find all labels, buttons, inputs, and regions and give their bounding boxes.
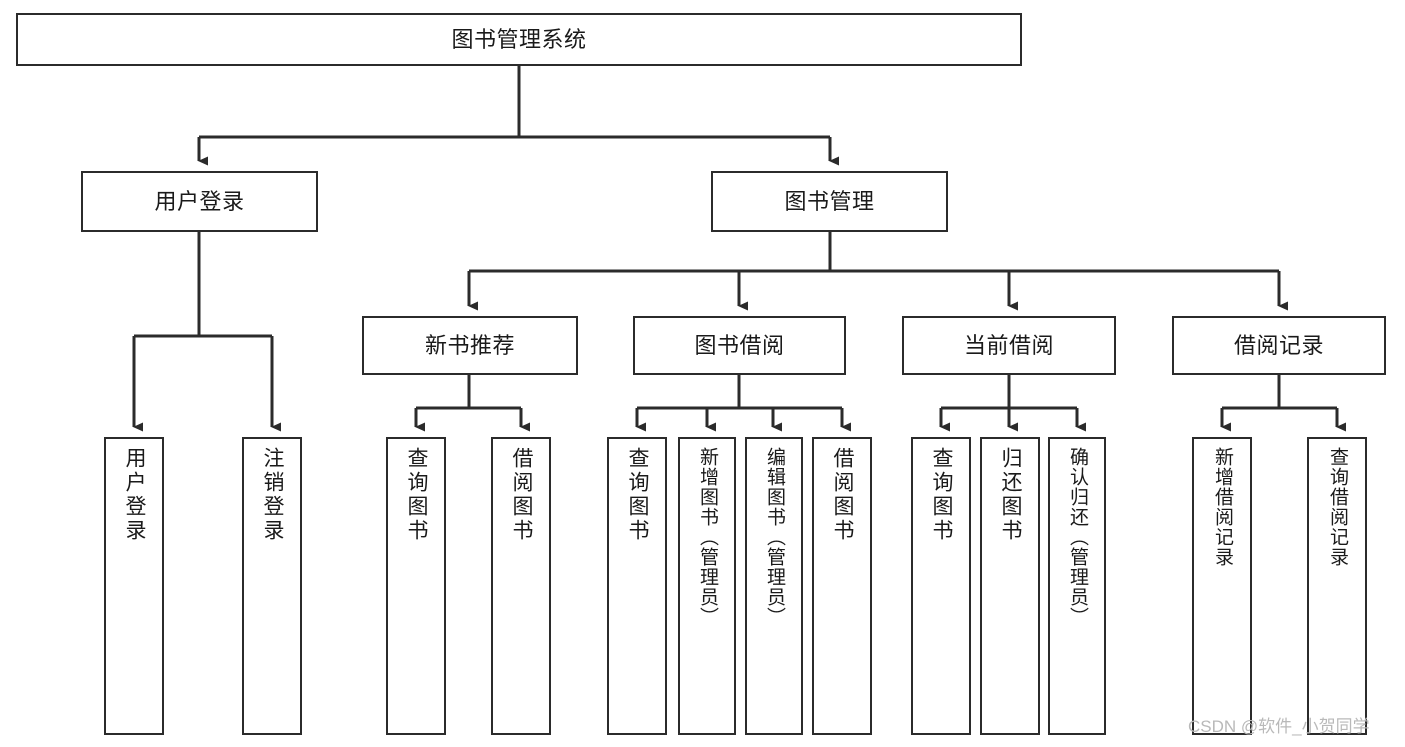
node-leaf-user-logout[interactable]: 注销登录 [242,437,302,735]
node-user-login-label: 用户登录 [154,188,245,214]
node-root-system[interactable]: 图书管理系统 [16,13,1022,66]
node-leaf-query-book-2-label: 查询图书 [626,447,650,543]
node-leaf-query-book-1[interactable]: 查询图书 [386,437,446,735]
node-new-book-recommend-label: 新书推荐 [424,332,515,358]
node-leaf-query-book-1-label: 查询图书 [405,447,429,543]
node-root-system-label: 图书管理系统 [451,26,587,52]
node-leaf-return-book[interactable]: 归还图书 [980,437,1040,735]
node-leaf-query-book-2[interactable]: 查询图书 [607,437,667,735]
node-user-login[interactable]: 用户登录 [81,171,318,232]
node-book-borrow-label: 图书借阅 [694,332,785,358]
node-book-manage-label: 图书管理 [784,188,875,214]
node-leaf-borrow-book-1-label: 借阅图书 [510,447,534,543]
node-leaf-borrow-book-2[interactable]: 借阅图书 [812,437,872,735]
csdn-watermark: CSDN @软件_小贺同学 [1188,717,1370,736]
node-leaf-user-login[interactable]: 用户登录 [104,437,164,735]
node-leaf-query-book-3[interactable]: 查询图书 [911,437,971,735]
node-current-borrow-label: 当前借阅 [963,332,1054,358]
node-new-book-recommend[interactable]: 新书推荐 [362,316,578,375]
node-leaf-return-book-label: 归还图书 [999,447,1023,543]
node-leaf-add-book-label: 新增图书（管理员） [696,447,718,627]
node-current-borrow[interactable]: 当前借阅 [902,316,1116,375]
node-leaf-add-record-label: 新增借阅记录 [1211,447,1233,567]
node-leaf-query-book-3-label: 查询图书 [930,447,954,543]
node-leaf-confirm-return-label: 确认归还（管理员） [1066,447,1088,627]
node-leaf-borrow-book-1[interactable]: 借阅图书 [491,437,551,735]
node-book-manage[interactable]: 图书管理 [711,171,948,232]
node-leaf-edit-book[interactable]: 编辑图书（管理员） [745,437,803,735]
node-leaf-user-logout-label: 注销登录 [261,447,285,543]
node-borrow-record[interactable]: 借阅记录 [1172,316,1386,375]
node-leaf-query-record[interactable]: 查询借阅记录 [1307,437,1367,735]
node-leaf-user-login-label: 用户登录 [123,447,147,543]
node-leaf-add-book[interactable]: 新增图书（管理员） [678,437,736,735]
node-leaf-query-record-label: 查询借阅记录 [1326,447,1348,567]
node-leaf-edit-book-label: 编辑图书（管理员） [763,447,785,627]
node-leaf-confirm-return[interactable]: 确认归还（管理员） [1048,437,1106,735]
node-book-borrow[interactable]: 图书借阅 [633,316,846,375]
node-borrow-record-label: 借阅记录 [1233,332,1324,358]
node-leaf-add-record[interactable]: 新增借阅记录 [1192,437,1252,735]
node-leaf-borrow-book-2-label: 借阅图书 [831,447,855,543]
